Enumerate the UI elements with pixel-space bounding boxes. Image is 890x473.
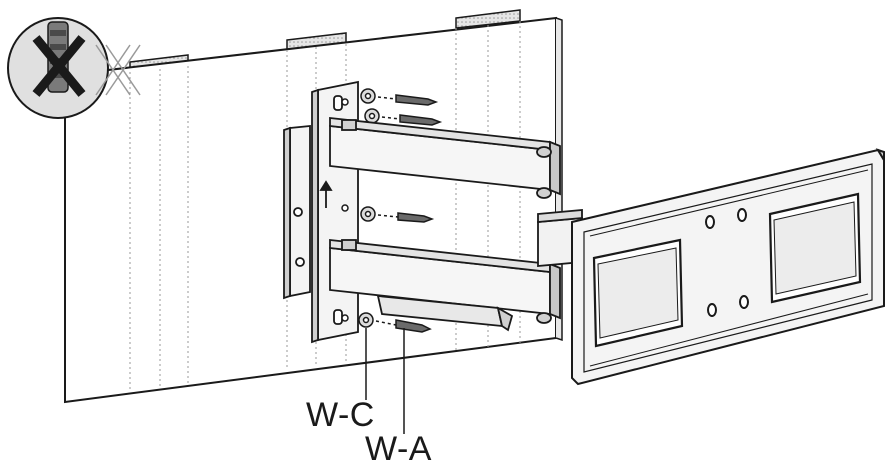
tv-mounting-plate — [571, 148, 885, 386]
washer-label: W-A — [365, 430, 432, 468]
wood-screw-label: W-C — [306, 396, 375, 434]
upper-arm — [329, 116, 561, 199]
lower-arm — [329, 238, 561, 332]
crossed-out-wall-anchor-icon — [7, 17, 141, 119]
callout-leaders — [365, 328, 405, 434]
wood-screws — [341, 88, 443, 333]
